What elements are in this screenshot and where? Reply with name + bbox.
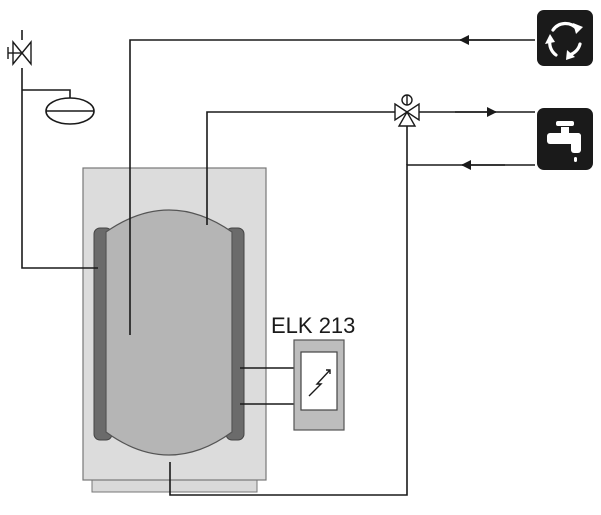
tap-icon-tile (537, 108, 593, 170)
storage-tank (82, 167, 267, 493)
water-tap-icon (547, 121, 581, 162)
tank-vessel (105, 209, 233, 456)
hot-water-outlet-pipe (206, 111, 396, 225)
expansion-vessel-branch (22, 89, 71, 99)
expansion-vessel-icon (45, 97, 95, 125)
heater-model-label: ELK 213 (271, 313, 355, 338)
piping (21, 30, 535, 496)
electric-heater-icon (308, 369, 331, 397)
circulation-return-pipe (129, 39, 535, 335)
safety-valve-icon (7, 40, 32, 66)
coil-connection-pipe (21, 68, 98, 269)
electric-heater: ELK 213 (271, 313, 355, 431)
cold-water-supply-pipe (169, 164, 535, 496)
circulation-icon-tile (537, 10, 593, 66)
mixing-valve-icon (394, 94, 420, 127)
flow-arrows (455, 35, 505, 170)
